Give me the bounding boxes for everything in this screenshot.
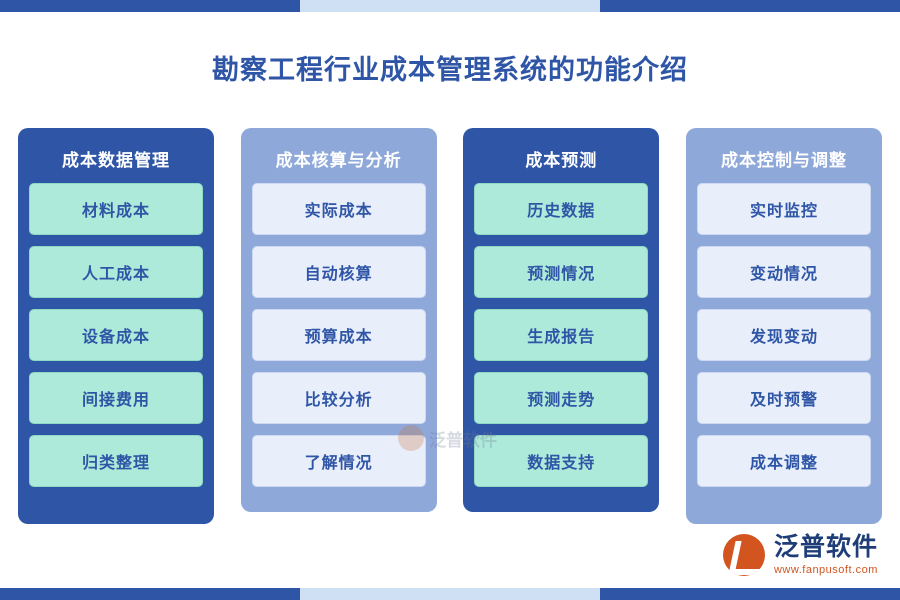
brand-logo-icon [722,534,765,576]
column-title: 成本核算与分析 [275,151,402,170]
bottom-accent-bar [0,588,900,600]
list-item[interactable]: 实际成本 [251,183,426,235]
list-item[interactable]: 历史数据 [474,183,649,235]
list-item[interactable]: 间接费用 [29,372,203,424]
brand-url: www.fanpusoft.com [773,563,878,576]
list-item[interactable]: 变动情况 [696,246,871,298]
column-title: 成本控制与调整 [720,151,847,170]
list-item[interactable]: 成本调整 [696,435,871,487]
column-title: 成本预测 [525,151,598,170]
list-item[interactable]: 数据支持 [474,435,649,487]
top-accent-bar [0,0,900,12]
brand-logo-texts: 泛普软件 www.fanpusoft.com [773,533,878,576]
list-item[interactable]: 及时预警 [696,372,871,424]
column-title: 成本数据管理 [62,151,170,170]
list-item[interactable]: 比较分析 [251,372,426,424]
top-accent-bar-highlight [300,0,600,12]
list-item[interactable]: 归类整理 [29,435,203,487]
feature-column-cost-data-management: 成本数据管理 材料成本 人工成本 设备成本 间接费用 归类整理 [18,128,214,524]
list-item[interactable]: 自动核算 [251,246,426,298]
bottom-accent-bar-highlight [300,588,600,600]
list-item[interactable]: 预测走势 [474,372,649,424]
list-item[interactable]: 实时监控 [696,183,871,235]
feature-column-cost-forecast: 成本预测 历史数据 预测情况 生成报告 预测走势 数据支持 [463,128,660,512]
list-item[interactable]: 生成报告 [474,309,649,361]
list-item[interactable]: 发现变动 [696,309,871,361]
page-title: 勘察工程行业成本管理系统的功能介绍 [212,55,688,85]
feature-columns: 成本数据管理 材料成本 人工成本 设备成本 间接费用 归类整理 成本核算与分析 … [18,128,882,524]
list-item[interactable]: 预测情况 [474,246,649,298]
brand-logo: 泛普软件 www.fanpusoft.com [722,533,878,576]
list-item[interactable]: 人工成本 [29,246,203,298]
list-item[interactable]: 了解情况 [251,435,426,487]
list-item[interactable]: 材料成本 [29,183,203,235]
list-item[interactable]: 预算成本 [251,309,426,361]
feature-column-cost-control-adjustment: 成本控制与调整 实时监控 变动情况 发现变动 及时预警 成本调整 [685,128,882,524]
feature-column-cost-accounting-analysis: 成本核算与分析 实际成本 自动核算 预算成本 比较分析 了解情况 [240,128,437,512]
brand-name: 泛普软件 [773,533,878,562]
list-item[interactable]: 设备成本 [29,309,203,361]
